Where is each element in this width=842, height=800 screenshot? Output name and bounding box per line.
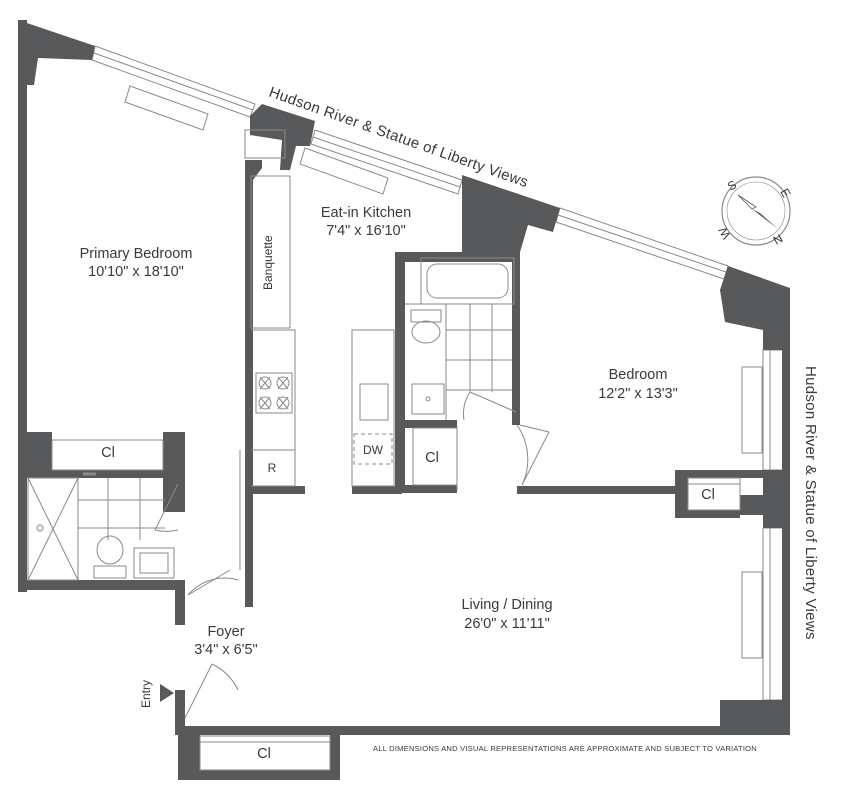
dishwasher-label: DW [363,443,384,457]
living-dims: 26'0" x 11'11" [464,616,549,632]
entry-arrow-icon [160,684,174,702]
north-windows [91,45,729,280]
radiators [124,85,763,659]
banquette-label: Banquette [261,235,275,290]
compass-e: E [777,186,793,200]
living-name: Living / Dining [461,597,552,613]
views-east-label: Hudson River & Statue of Liberty Views [802,366,819,640]
kitchen-fixtures [244,129,395,487]
closet-hall-label: Cl [425,450,439,466]
compass-w: W [715,224,733,241]
closet-bedroom-label: Cl [701,487,715,503]
walls [18,20,790,780]
primary-bedroom-name: Primary Bedroom [80,246,193,262]
primary-bedroom-dims: 10'10" x 18'10" [88,264,184,280]
primary-bathroom [27,472,179,581]
refrigerator-label: R [268,461,277,475]
bedroom-dims: 12'2" x 13'3" [598,386,678,402]
compass-s: S [725,177,739,193]
closet-primary-label: Cl [101,445,115,461]
bedroom-name: Bedroom [609,367,668,383]
closet-entry-label: Cl [257,746,271,762]
foyer-dims: 3'4" x 6'5" [194,642,257,658]
compass-icon: S E N W [715,176,794,248]
foyer-name: Foyer [207,624,244,640]
kitchen-name: Eat-in Kitchen [321,205,411,221]
disclaimer-text: ALL DIMENSIONS AND VISUAL REPRESENTATION… [373,744,757,753]
entry-label: Entry [139,680,153,708]
kitchen-dims: 7'4" x 16'10" [326,223,406,239]
central-bathroom [405,257,517,490]
compass-n: N [771,231,786,247]
doors [51,424,741,771]
